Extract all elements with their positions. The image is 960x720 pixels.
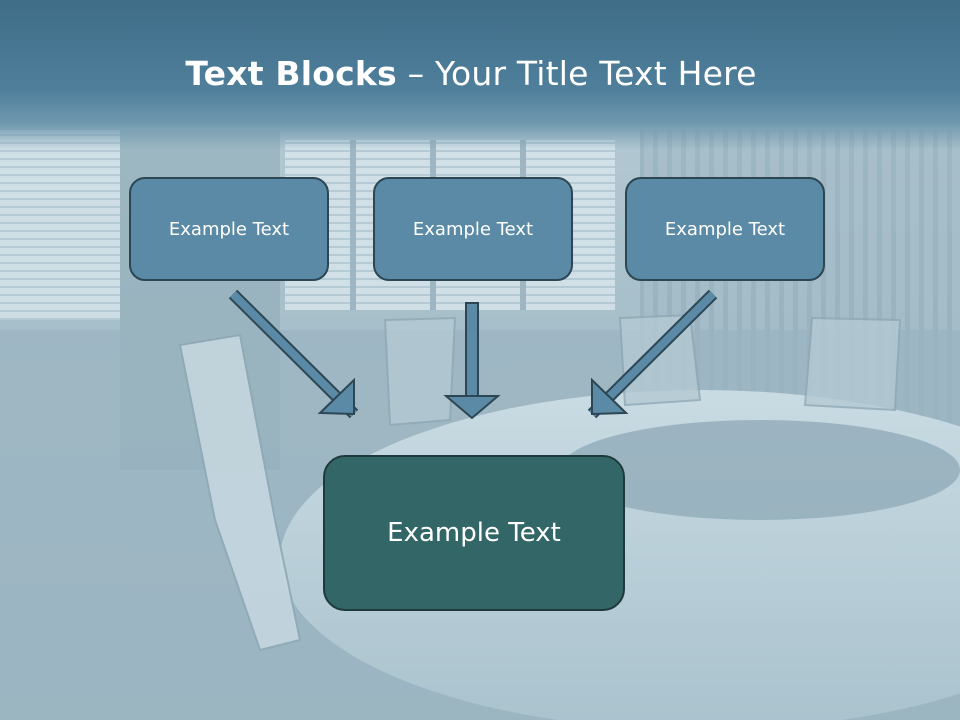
- title-bold: Text Blocks: [185, 54, 397, 93]
- header-band: [0, 0, 960, 150]
- text-block-top-center[interactable]: Example Text: [373, 177, 573, 281]
- title-dash: –: [396, 54, 435, 93]
- text-block-top-left[interactable]: Example Text: [129, 177, 329, 281]
- slide-title: Text Blocks – Your Title Text Here: [0, 54, 942, 93]
- text-block-main[interactable]: Example Text: [323, 455, 625, 611]
- text-block-top-right-label: Example Text: [664, 218, 786, 240]
- text-block-top-center-label: Example Text: [412, 218, 534, 240]
- title-rest: Your Title Text Here: [434, 54, 757, 93]
- text-block-top-right[interactable]: Example Text: [625, 177, 825, 281]
- text-block-main-label: Example Text: [387, 518, 561, 548]
- text-block-top-left-label: Example Text: [168, 218, 290, 240]
